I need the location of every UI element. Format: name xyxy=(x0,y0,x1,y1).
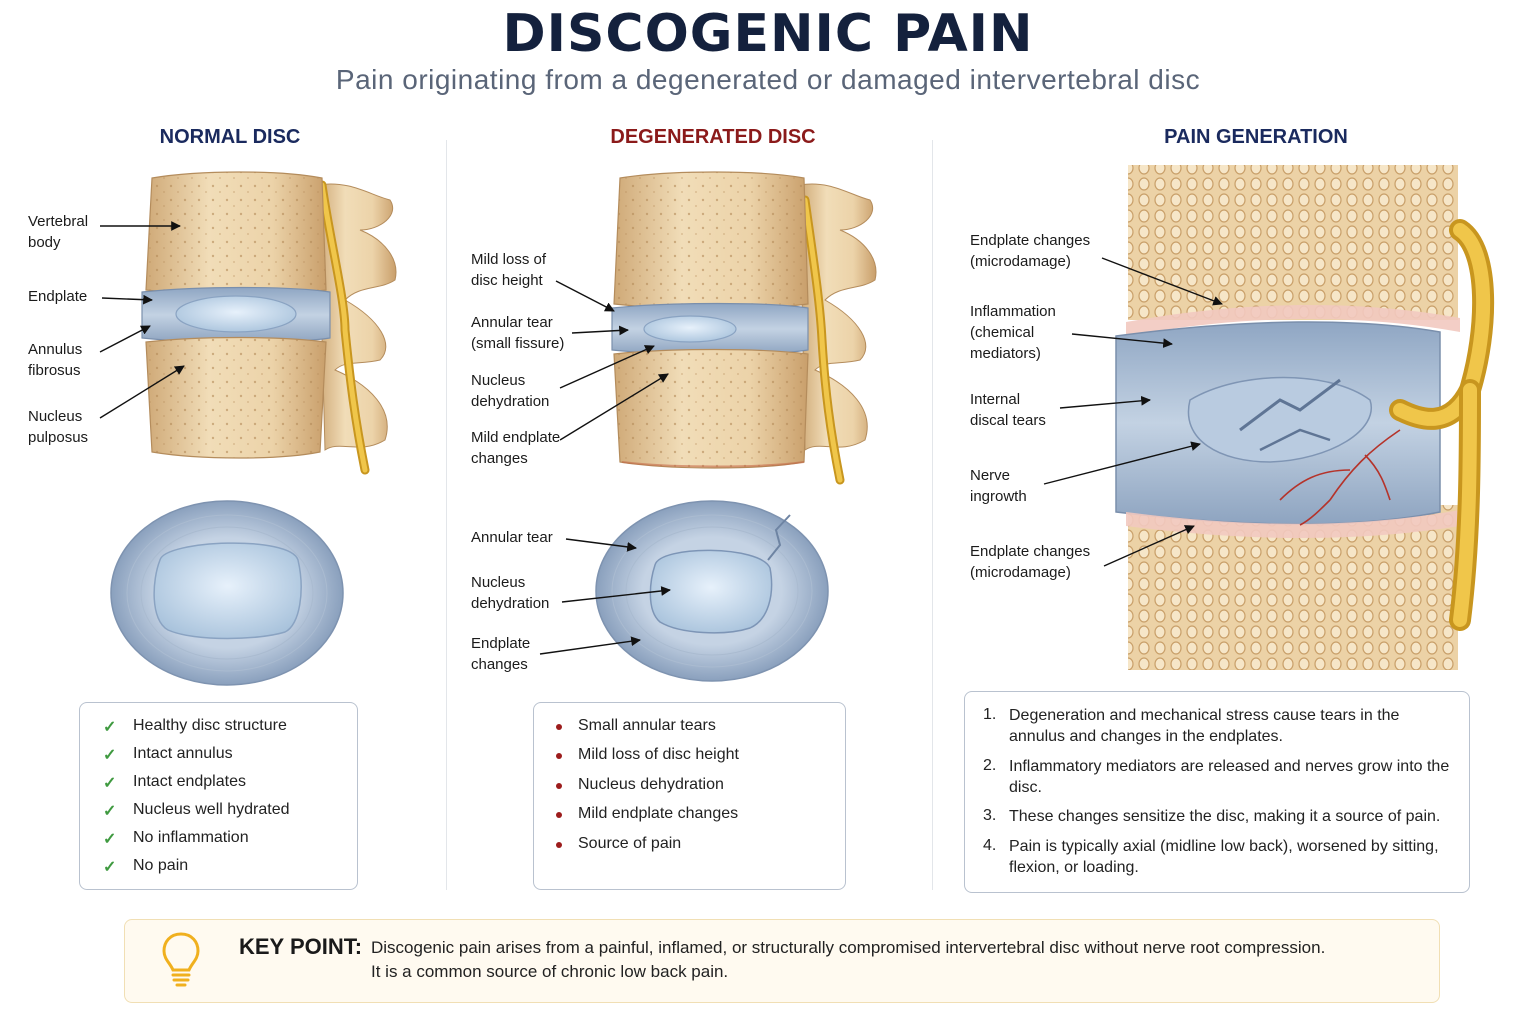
check-icon: ✓ xyxy=(103,775,117,792)
label-inflammation: Inflammation (chemical mediators) xyxy=(970,303,1056,362)
check-icon: ✓ xyxy=(103,747,117,764)
lightbulb-icon xyxy=(162,932,200,987)
check-icon: ✓ xyxy=(103,859,117,876)
feature-item: Mild loss of disc height xyxy=(556,746,739,764)
column-divider xyxy=(932,140,933,890)
label-mild-endplate-changes: Mild endplate changes xyxy=(471,429,561,467)
label-endplate: Endplate xyxy=(28,288,88,305)
label-annulus-fibrosus: Annulus fibrosus xyxy=(28,341,83,379)
check-icon: ✓ xyxy=(103,803,117,820)
bullet-dot-icon xyxy=(556,842,562,848)
bullet-dot-icon xyxy=(556,724,562,730)
feature-item: ✓No inflammation xyxy=(103,829,249,848)
normal-disc-heading: NORMAL DISC xyxy=(159,126,301,148)
feature-item: ✓No pain xyxy=(103,857,189,876)
page-subtitle: Pain originating from a degenerated or d… xyxy=(335,64,1201,95)
label-annular-tear-small-fissure: Annular tear (small fissure) xyxy=(471,314,565,352)
step-item: These changes sensitize the disc, making… xyxy=(1009,808,1441,825)
label-mild-loss-disc-height: Mild loss of disc height xyxy=(471,251,547,289)
label-vertebral-body: Vertebral body xyxy=(28,213,89,251)
page-title: DISCOGENIC PAIN xyxy=(502,4,1034,64)
key-point-label: KEY POINT: xyxy=(239,934,363,959)
bullet-dot-icon xyxy=(556,783,562,789)
column-divider xyxy=(446,140,447,890)
degenerated-features-box: Small annular tears Mild loss of disc he… xyxy=(533,702,846,890)
normal-disc-cross-section xyxy=(110,500,344,686)
normal-features-box: ✓Healthy disc structure ✓Intact annulus … xyxy=(79,702,358,890)
step-item: Pain is typically axial (midline low bac… xyxy=(1009,838,1439,876)
degenerated-disc-side-view xyxy=(611,171,877,485)
label-endplate-changes-lower: Endplate changes (microdamage) xyxy=(970,543,1091,581)
feature-item: Source of pain xyxy=(556,835,681,853)
feature-item: ✓Intact annulus xyxy=(103,745,233,764)
label-nucleus-pulposus: Nucleus pulposus xyxy=(28,408,89,446)
degenerated-disc-heading: DEGENERATED DISC xyxy=(610,126,816,148)
label-nucleus-dehydration: Nucleus dehydration xyxy=(471,372,550,410)
bullet-dot-icon xyxy=(556,812,562,818)
step-item: Inflammatory mediators are released and … xyxy=(1009,758,1450,796)
feature-item: Nucleus dehydration xyxy=(556,776,724,794)
step-item: Degeneration and mechanical stress cause… xyxy=(1009,707,1400,745)
pain-generation-illustration xyxy=(1115,165,1495,670)
label-nerve-ingrowth: Nerve ingrowth xyxy=(970,467,1027,505)
feature-item: ✓Nucleus well hydrated xyxy=(103,801,290,820)
label-endplate-changes-upper: Endplate changes (microdamage) xyxy=(970,232,1091,270)
bullet-dot-icon xyxy=(556,753,562,759)
label-internal-discal-tears: Internal discal tears xyxy=(970,391,1046,429)
feature-item: Small annular tears xyxy=(556,717,716,735)
key-point-text: Discogenic pain arises from a painful, i… xyxy=(371,938,1326,981)
normal-disc-side-view xyxy=(141,171,397,475)
feature-item: Mild endplate changes xyxy=(556,805,738,823)
check-icon: ✓ xyxy=(103,831,117,848)
key-point-box: KEY POINT: Discogenic pain arises from a… xyxy=(124,919,1440,1003)
pain-steps-box: 1. Degeneration and mechanical stress ca… xyxy=(964,691,1470,893)
degenerated-disc-cross-section xyxy=(595,500,829,682)
check-icon: ✓ xyxy=(103,719,117,736)
feature-item: ✓Healthy disc structure xyxy=(103,717,287,736)
feature-item: ✓Intact endplates xyxy=(103,773,246,792)
label-nucleus-dehydration-cross: Nucleus dehydration xyxy=(471,574,550,612)
label-annular-tear: Annular tear xyxy=(471,529,553,546)
label-endplate-changes: Endplate changes xyxy=(471,635,531,673)
pain-generation-heading: PAIN GENERATION xyxy=(1164,126,1348,148)
